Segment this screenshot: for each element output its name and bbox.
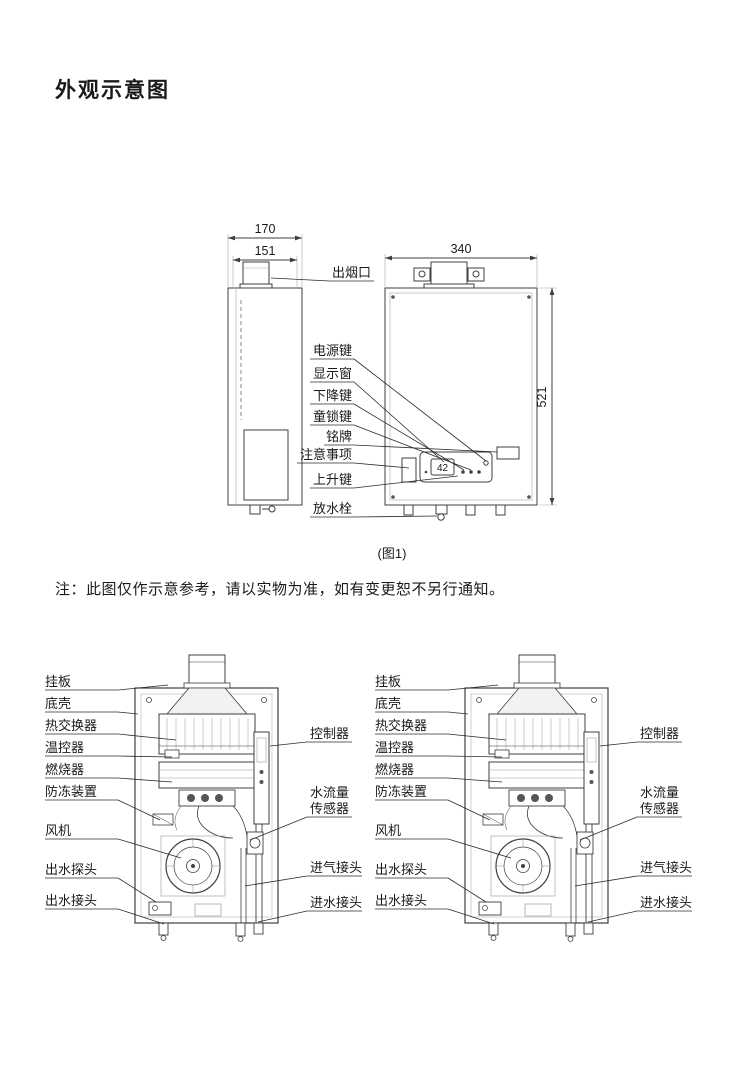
dim-340-label: 340 <box>451 242 472 256</box>
dim-width: 340 <box>384 242 538 288</box>
label-hanging-plate: 挂板 <box>375 674 401 689</box>
label-antifreeze-device: 防冻装置 <box>375 784 427 799</box>
label-bottom-shell: 底壳 <box>375 696 401 711</box>
label-bottom-shell: 底壳 <box>45 696 71 711</box>
label-nameplate: 铭牌 <box>326 429 352 444</box>
figure-internal: 挂板 底壳 热交换器 温控器 燃烧器 防冻装置 风机 出水探头 出水接头 控制器… <box>45 654 692 943</box>
label-water-inlet-joint: 进水接头 <box>310 895 362 910</box>
label-gas-inlet-joint: 进气接头 <box>640 860 692 875</box>
label-drain-plug: 放水栓 <box>313 501 352 516</box>
label-flow-sensor-1: 水流量 <box>640 785 679 800</box>
note-text: 注：此图仅作示意参考，请以实物为准，如有变更恕不另行通知。 <box>55 581 505 598</box>
label-hanging-plate: 挂板 <box>45 674 71 689</box>
label-power-key: 电源键 <box>313 343 352 358</box>
label-burner: 燃烧器 <box>45 762 84 777</box>
up-key-dot <box>477 470 481 474</box>
internal-callouts-right-unit: 挂板 底壳 热交换器 温控器 燃烧器 防冻装置 风机 出水探头 出水接头 控制器… <box>375 674 692 925</box>
label-up-key: 上升键 <box>313 472 352 487</box>
label-smoke-outlet: 出烟口 <box>332 265 371 280</box>
panel-dot <box>424 470 428 474</box>
internal-callouts-left-unit: 挂板 底壳 热交换器 温控器 燃烧器 防冻装置 风机 出水探头 出水接头 控制器… <box>45 674 362 925</box>
label-controller: 控制器 <box>310 726 349 741</box>
label-heat-exchanger: 热交换器 <box>375 718 427 733</box>
front-view-art: 42 <box>384 261 538 521</box>
label-thermostat: 温控器 <box>45 740 84 755</box>
dim-521-label: 521 <box>535 387 549 408</box>
nameplate-shape <box>496 446 520 460</box>
label-flow-sensor-2: 传感器 <box>640 801 679 816</box>
dim-depth-inner: 151 <box>232 244 298 288</box>
label-outlet-probe: 出水探头 <box>375 862 427 877</box>
label-thermostat: 温控器 <box>375 740 414 755</box>
exterior-callouts: 出烟口 电源键 显示窗 下降键 童锁键 铭牌 注意事项 <box>270 265 498 518</box>
side-sticker <box>243 429 289 501</box>
label-down-key: 下降键 <box>313 388 352 403</box>
figure1-caption: (图1) <box>378 546 407 561</box>
label-outlet-joint: 出水接头 <box>375 893 427 908</box>
label-notice: 注意事项 <box>300 447 352 462</box>
label-outlet-joint: 出水接头 <box>45 893 97 908</box>
dim-151-label: 151 <box>255 244 276 258</box>
label-fan: 风机 <box>375 823 401 838</box>
notice-sticker <box>401 457 417 483</box>
label-child-lock-key: 童锁键 <box>313 409 352 424</box>
label-antifreeze-device: 防冻装置 <box>45 784 97 799</box>
label-outlet-probe: 出水探头 <box>45 862 97 877</box>
down-key-dot <box>461 470 465 474</box>
side-view-art <box>227 261 303 515</box>
label-heat-exchanger: 热交换器 <box>45 718 97 733</box>
label-flow-sensor-1: 水流量 <box>310 785 349 800</box>
label-fan: 风机 <box>45 823 71 838</box>
figure-exterior: 170 151 <box>227 222 557 561</box>
label-gas-inlet-joint: 进气接头 <box>310 860 362 875</box>
display-value: 42 <box>437 463 449 474</box>
dim-170-label: 170 <box>255 222 276 236</box>
internal-unit-right <box>464 654 609 943</box>
label-flow-sensor-2: 传感器 <box>310 801 349 816</box>
dim-height: 521 <box>535 287 557 506</box>
dim-depth-outer: 170 <box>227 222 303 288</box>
childlock-key-dot <box>469 470 473 474</box>
page-title: 外观示意图 <box>55 79 170 102</box>
label-display-window: 显示窗 <box>313 366 352 381</box>
label-water-inlet-joint: 进水接头 <box>640 895 692 910</box>
drain-plug-shape <box>437 513 445 521</box>
label-controller: 控制器 <box>640 726 679 741</box>
label-burner: 燃烧器 <box>375 762 414 777</box>
internal-unit-left <box>134 654 279 943</box>
